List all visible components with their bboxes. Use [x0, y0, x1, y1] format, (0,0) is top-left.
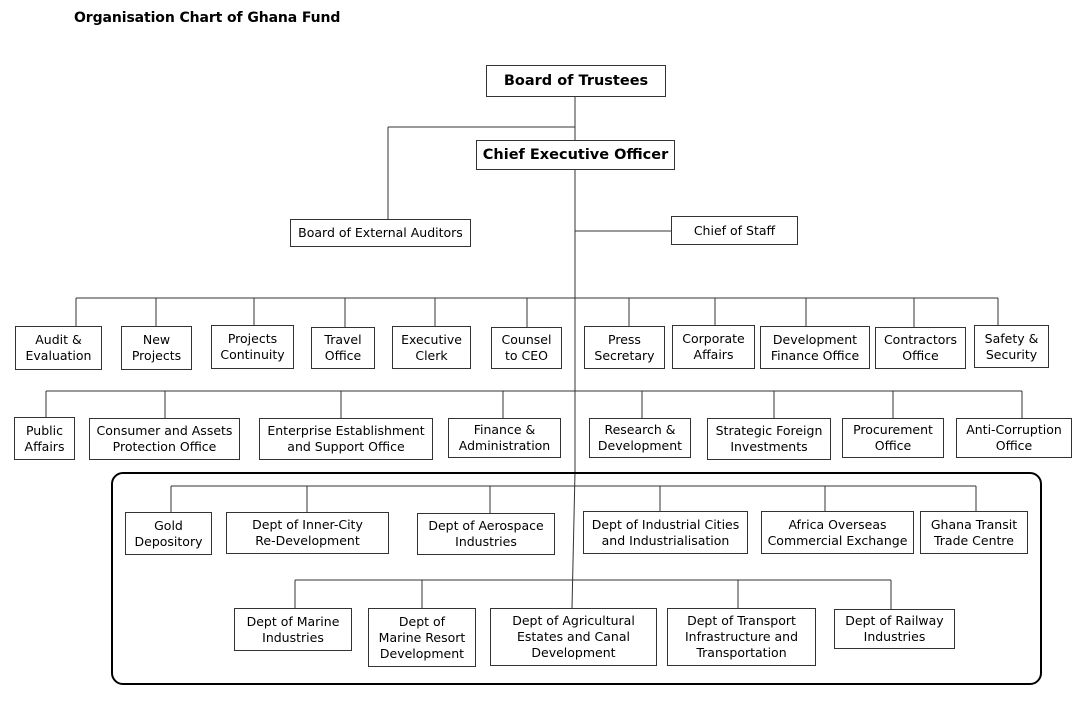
node-travel-office: Travel Office — [311, 327, 375, 369]
node-press-secretary: Press Secretary — [584, 326, 665, 369]
node-aerospace-industries: Dept of Aerospace Industries — [417, 513, 555, 555]
node-anti-corruption-office: Anti-Corruption Office — [956, 418, 1072, 458]
node-board-of-trustees: Board of Trustees — [486, 65, 666, 97]
node-safety-security: Safety & Security — [974, 325, 1049, 368]
node-finance-administration: Finance & Administration — [448, 418, 561, 458]
node-consumer-assets-protection: Consumer and Assets Protection Office — [89, 418, 240, 460]
node-new-projects: New Projects — [121, 326, 192, 370]
node-enterprise-establishment: Enterprise Establishment and Support Off… — [259, 418, 433, 460]
node-ghana-transit-trade-centre: Ghana Transit Trade Centre — [920, 511, 1028, 554]
node-procurement-office: Procurement Office — [842, 418, 944, 458]
node-chief-executive-officer: Chief Executive Officer — [476, 140, 675, 170]
node-industrial-cities: Dept of Industrial Cities and Industrial… — [583, 511, 748, 554]
departments-group-frame — [111, 472, 1042, 685]
node-strategic-foreign-investments: Strategic Foreign Investments — [707, 418, 831, 460]
node-agricultural-estates-canal: Dept of Agricultural Estates and Canal D… — [490, 608, 657, 666]
node-public-affairs: Public Affairs — [14, 417, 75, 460]
node-inner-city-redevelopment: Dept of Inner-City Re-Development — [226, 512, 389, 554]
node-transport-infrastructure: Dept of Transport Infrastructure and Tra… — [667, 608, 816, 666]
node-development-finance-office: Development Finance Office — [760, 326, 870, 369]
node-contractors-office: Contractors Office — [875, 327, 966, 369]
node-africa-overseas-commercial-exchange: Africa Overseas Commercial Exchange — [761, 511, 914, 554]
node-executive-clerk: Executive Clerk — [392, 326, 471, 369]
node-audit-evaluation: Audit & Evaluation — [15, 326, 102, 370]
node-chief-of-staff: Chief of Staff — [671, 216, 798, 245]
node-railway-industries: Dept of Railway Industries — [834, 609, 955, 649]
spine-group — [571, 471, 576, 609]
node-projects-continuity: Projects Continuity — [211, 325, 294, 369]
node-marine-resort-development: Dept of Marine Resort Development — [368, 608, 476, 667]
node-counsel-to-ceo: Counsel to CEO — [491, 327, 562, 369]
chart-title: Organisation Chart of Ghana Fund — [74, 10, 341, 26]
node-marine-industries: Dept of Marine Industries — [234, 608, 352, 651]
node-research-development: Research & Development — [589, 418, 691, 458]
node-corporate-affairs: Corporate Affairs — [672, 325, 755, 369]
node-board-of-external-auditors: Board of External Auditors — [290, 219, 471, 247]
node-gold-depository: Gold Depository — [125, 512, 212, 555]
